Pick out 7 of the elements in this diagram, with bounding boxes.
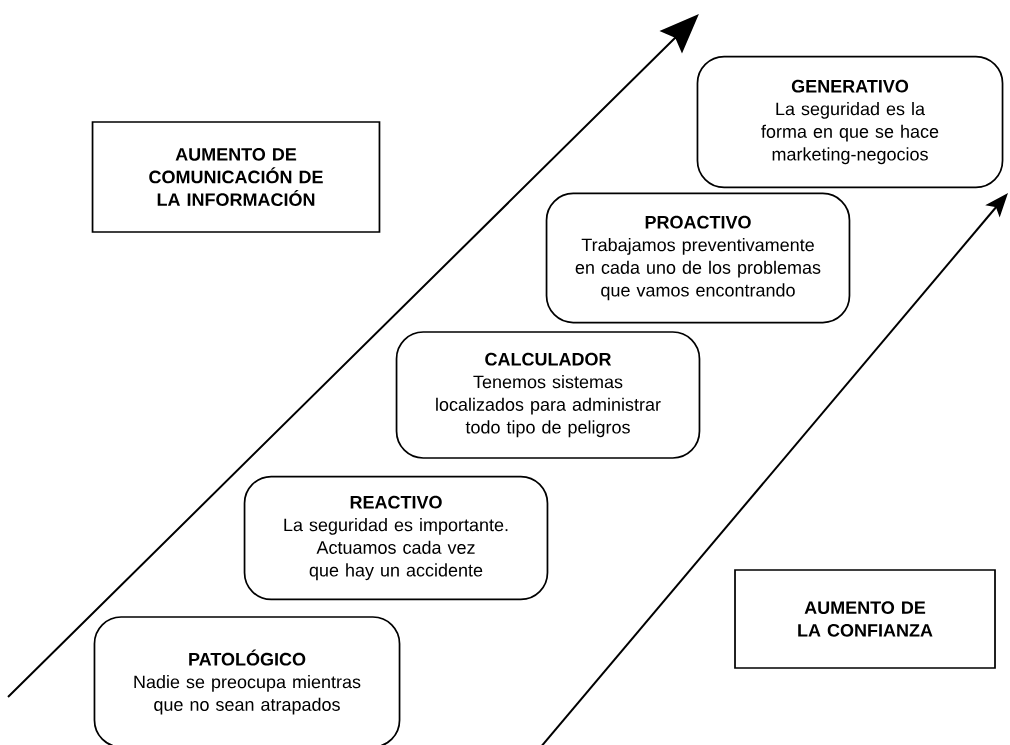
stage-box: PROACTIVO Trabajamos preventivamente en cada uno de los problemas que vamos encontrando [545, 192, 851, 324]
stage-box: PATOLÓGICO Nadie se preocupa mientras que no sean atrapados [93, 616, 401, 745]
label-box: AUMENTO DE LA CONFIANZA [734, 569, 996, 669]
stage-box: REACTIVO La seguridad es importante. Actuamos cada vez que hay un accidente [243, 475, 549, 601]
stage-box: GENERATIVO La seguridad es la forma en que se hace marketing-negocios [696, 55, 1004, 189]
stage-box: CALCULADOR Tenemos sistemas localizados para administrar todo tipo de peligros [395, 331, 701, 459]
label-box: AUMENTO DE COMUNICACIÓN DE LA INFORMACIÓN [91, 121, 381, 233]
